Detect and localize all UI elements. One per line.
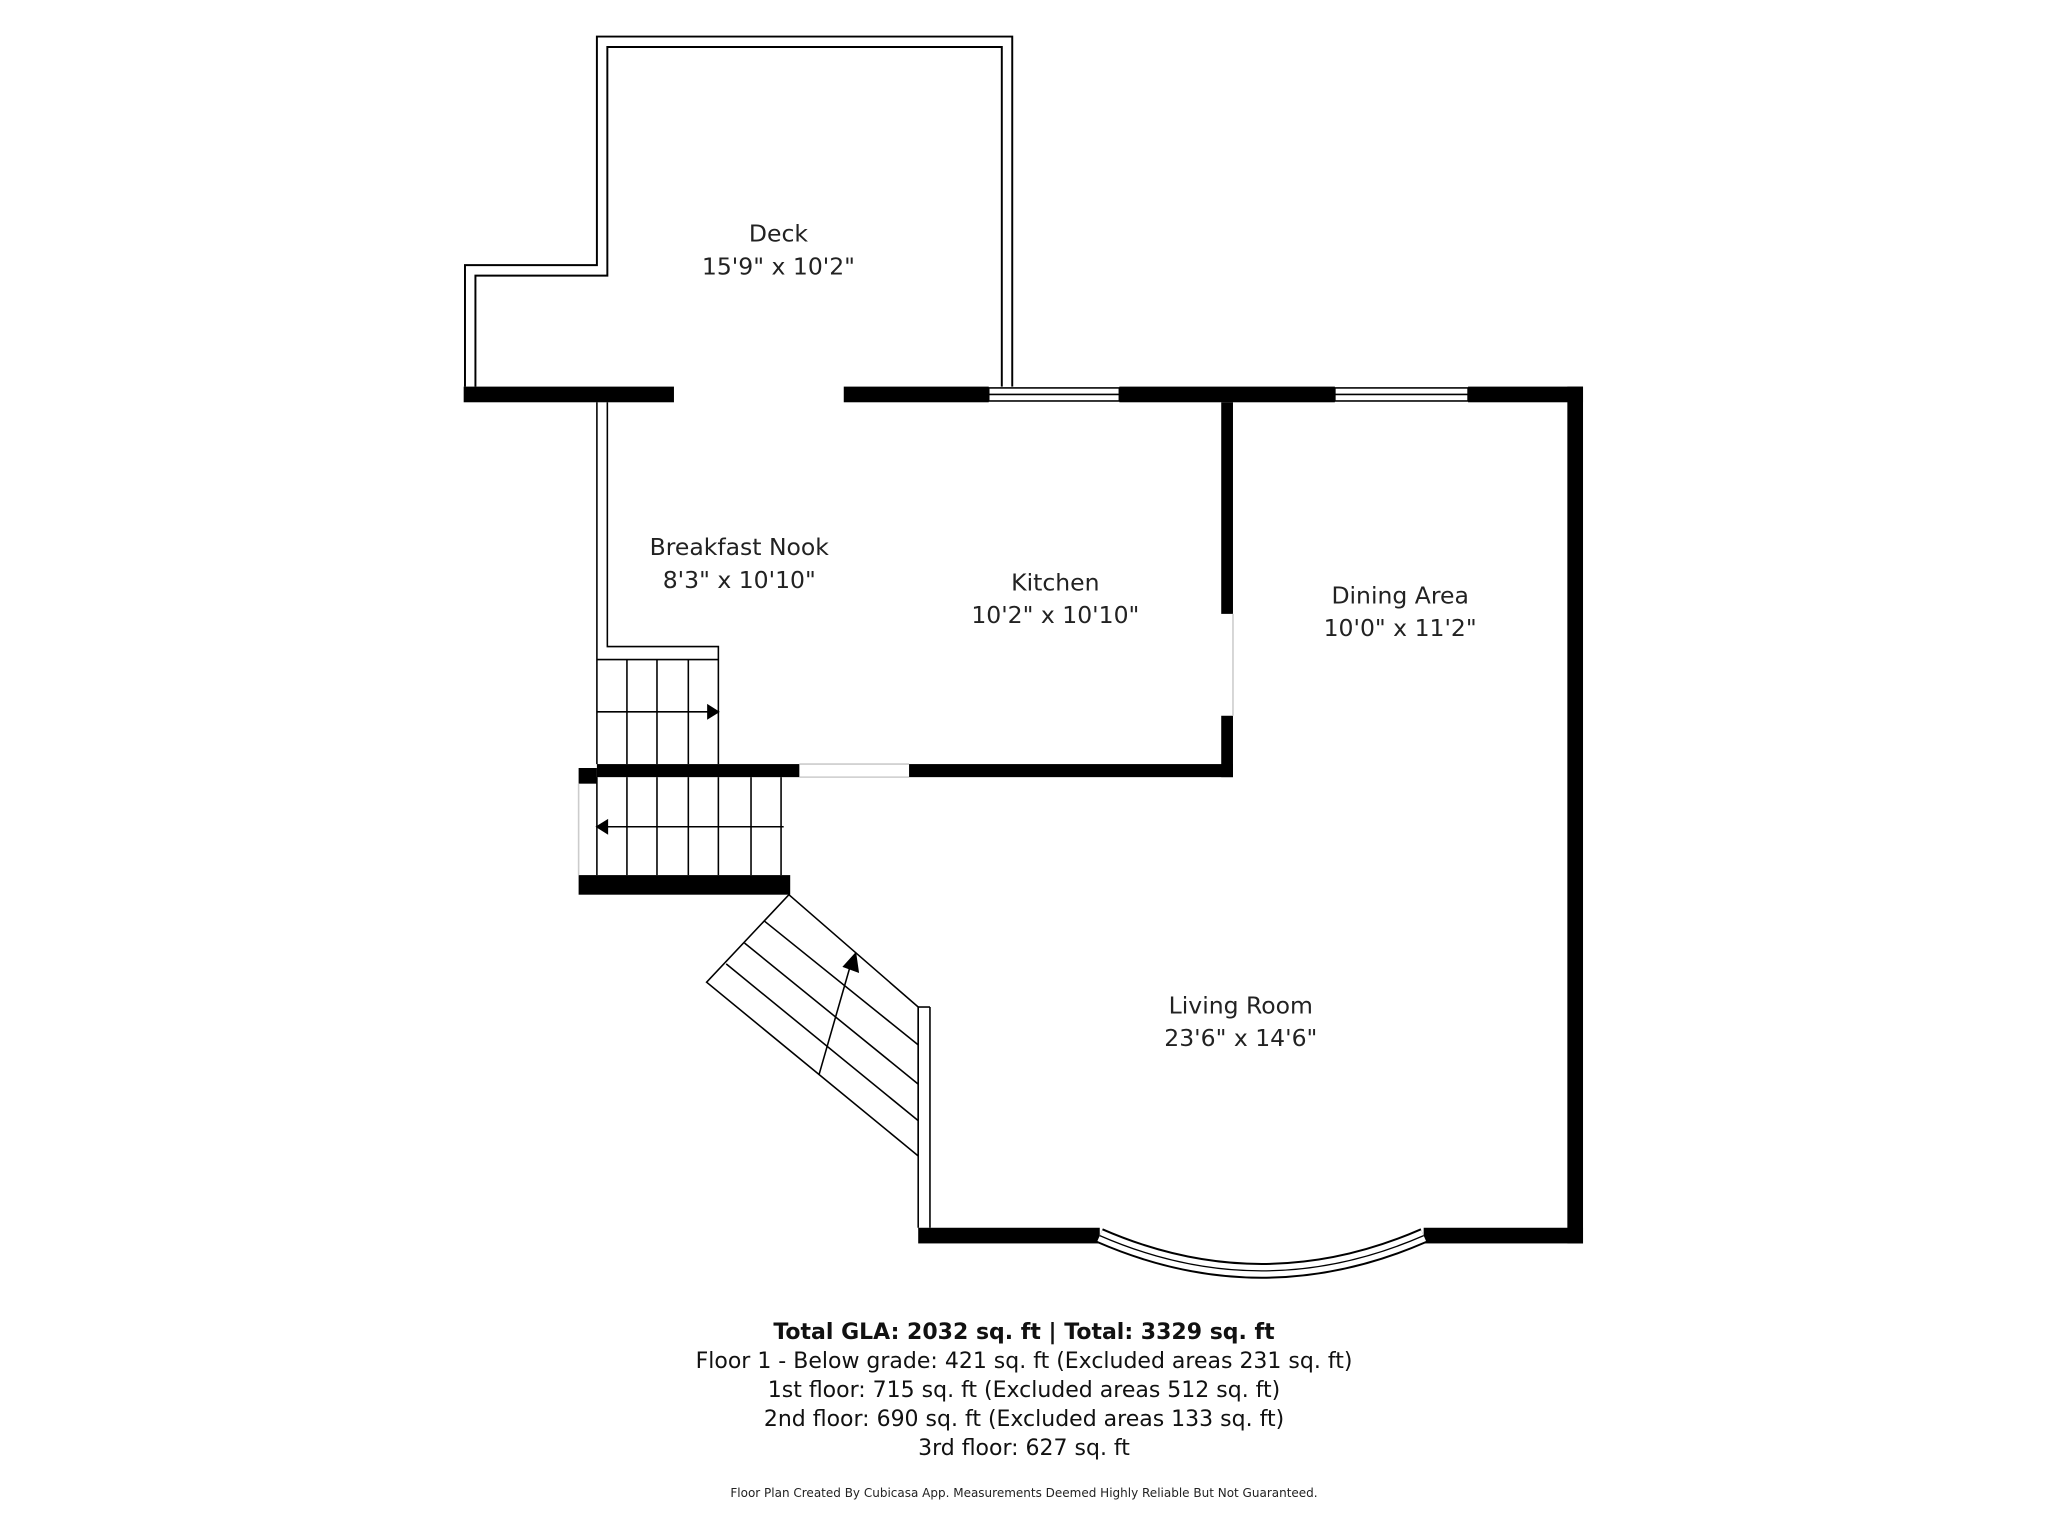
floor-area-line: 2nd floor: 690 sq. ft (Excluded areas 13… (763, 1407, 1285, 1432)
room-dims-breakfast-nook: 8'3" x 10'10" (663, 566, 816, 594)
room-name-dining-area: Dining Area (1331, 581, 1468, 609)
interior-thin-walls (577, 402, 1234, 1228)
floor-area-line: 1st floor: 715 sq. ft (Excluded areas 51… (767, 1378, 1281, 1403)
deck-outline (463, 35, 1014, 387)
credit-note: Floor Plan Created By Cubicasa App. Meas… (730, 1486, 1318, 1500)
room-name-kitchen: Kitchen (1011, 568, 1099, 596)
windows (987, 387, 1469, 1279)
total-area: Total GLA: 2032 sq. ft | Total: 3329 sq.… (773, 1320, 1275, 1345)
room-name-deck: Deck (749, 220, 808, 248)
exterior-walls (463, 386, 1584, 1244)
area-summary: Total GLA: 2032 sq. ft | Total: 3329 sq.… (0, 1318, 2048, 1463)
room-dims-kitchen: 10'2" x 10'10" (971, 601, 1139, 629)
room-dims-dining-area: 10'0" x 11'2" (1324, 614, 1477, 642)
room-name-breakfast-nook: Breakfast Nook (650, 533, 830, 561)
floor-area-line: 3rd floor: 627 sq. ft (918, 1436, 1130, 1461)
stairs-upper (596, 658, 720, 765)
room-name-living-room: Living Room (1169, 992, 1313, 1020)
stairs-diagonal (705, 893, 919, 1158)
floor-area-line: Floor 1 - Below grade: 421 sq. ft (Exclu… (695, 1349, 1353, 1374)
room-dims-living-room: 23'6" x 14'6" (1164, 1024, 1317, 1052)
room-dims-deck: 15'9" x 10'2" (702, 252, 855, 280)
stairs-middle (595, 777, 784, 876)
